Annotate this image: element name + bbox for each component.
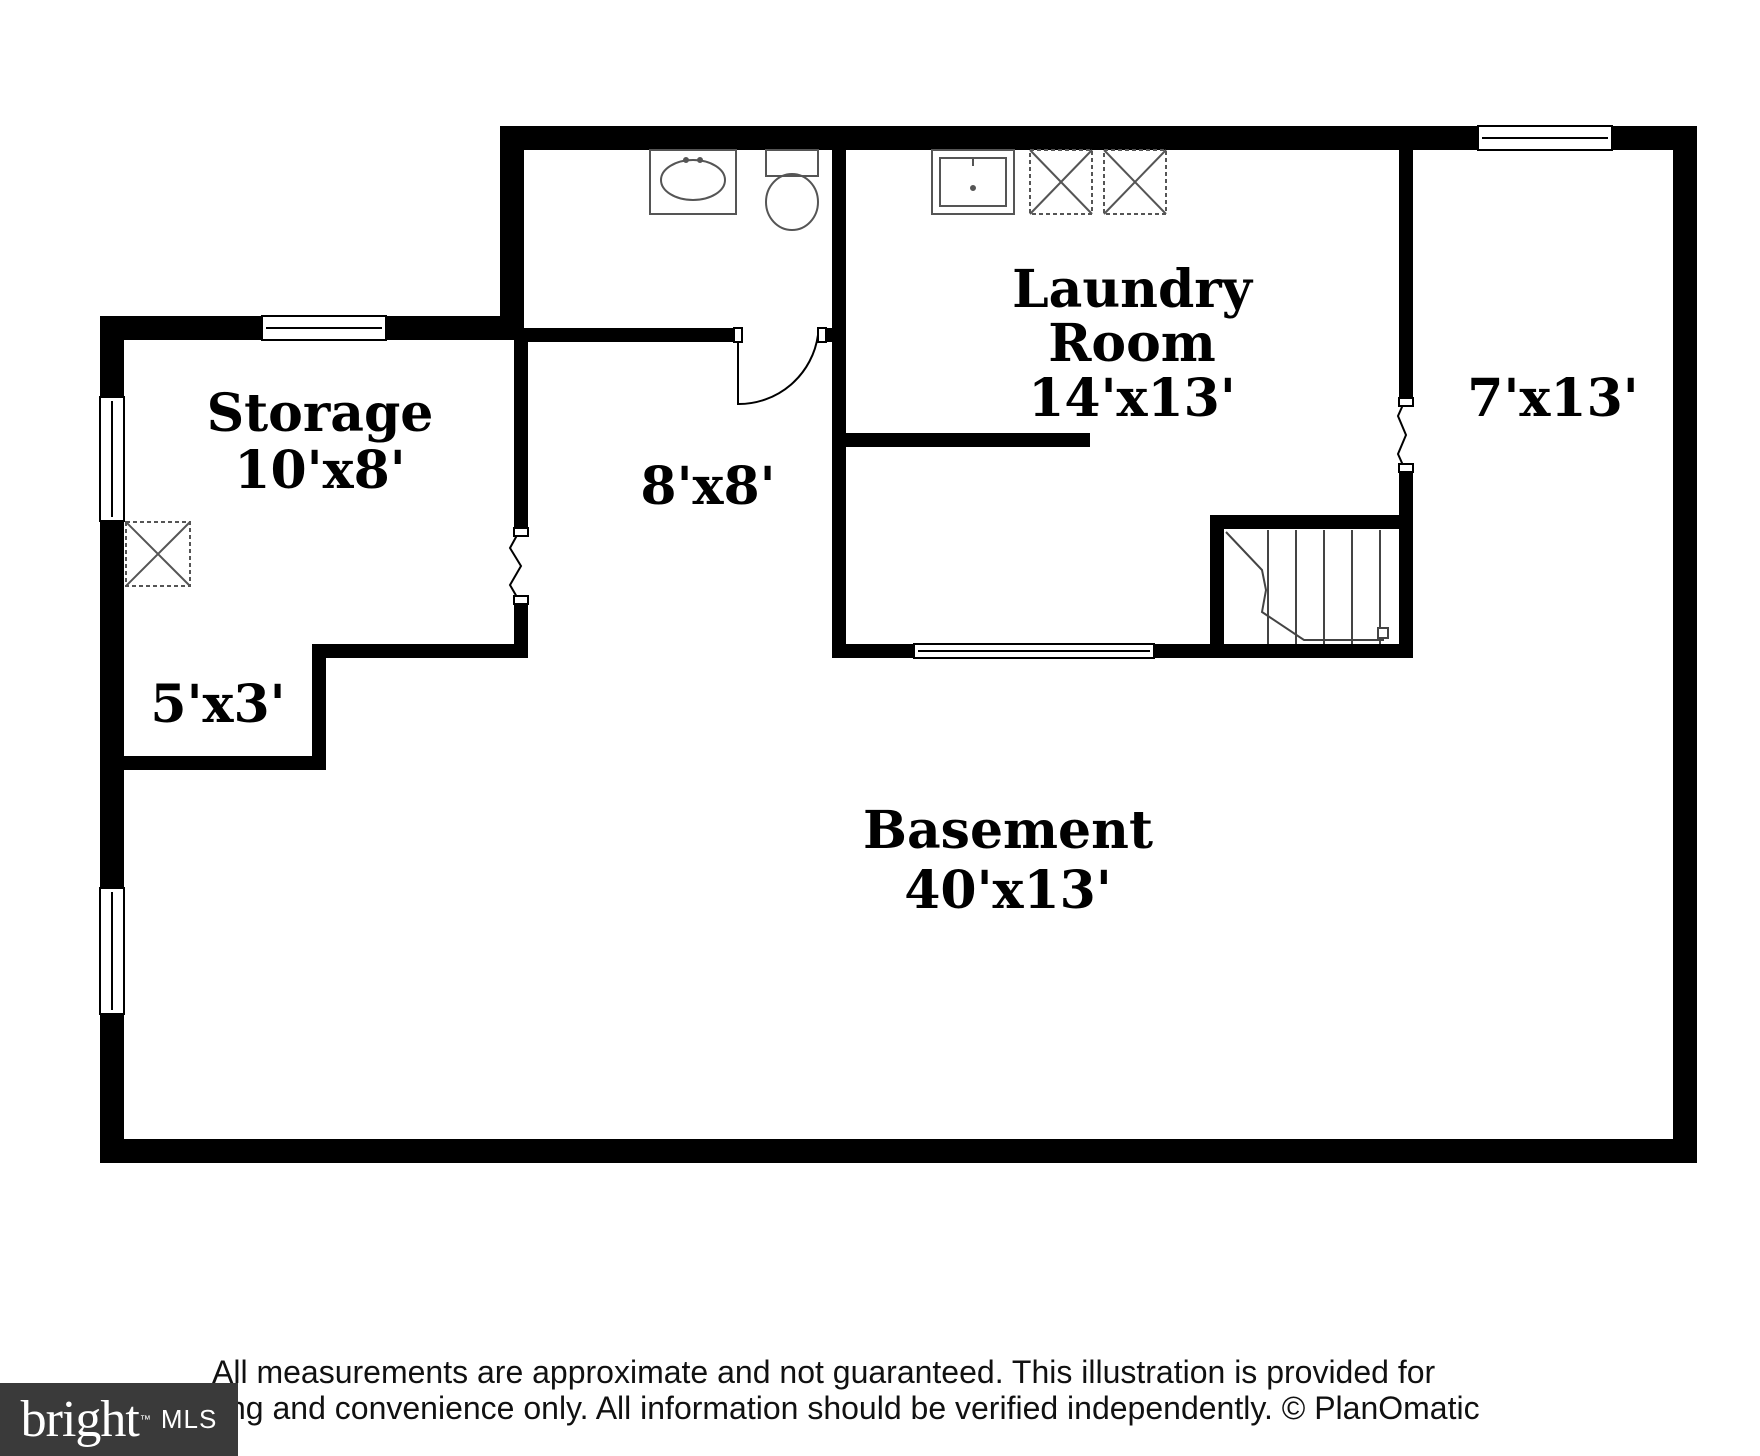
wall-storage-right-lower (514, 604, 528, 656)
storage-size: 10'x8' (234, 440, 405, 501)
washer-icon (1029, 149, 1093, 215)
storage-unit-icon (125, 521, 191, 587)
wall-stair-top (1210, 515, 1413, 529)
wall-right (1673, 126, 1697, 1163)
windows (99, 125, 1613, 1015)
utility-sink-icon (931, 149, 1015, 215)
wall-laundry-bottom-right (1154, 644, 1413, 658)
wall-stair-left (1210, 515, 1224, 658)
wall-laundry-bottom-left (832, 644, 914, 658)
sink-icon (649, 149, 737, 215)
laundry-name-line1: Laundry (1012, 259, 1254, 320)
door-bath-swing (737, 334, 819, 406)
wall-laundry-inner (846, 433, 1090, 447)
wall-storage-right-upper (514, 340, 528, 528)
laundry-size: 14'x13' (1028, 368, 1236, 429)
brand-word: bright (20, 1391, 140, 1448)
stairs-icon (1225, 530, 1389, 644)
disclaimer-line-2: ting and convenience only. All informati… (212, 1390, 1480, 1426)
doors (508, 327, 1414, 605)
toilet-icon (765, 149, 819, 231)
wall-bath-left-upper (500, 126, 524, 340)
wall-laundry-right-lower (1399, 472, 1413, 658)
wall-bath-laundry (832, 150, 846, 658)
wall-bath-bottom (514, 328, 738, 342)
brand-mls: MLS (160, 1404, 218, 1434)
walls (100, 126, 1697, 1163)
room-labels: Storage 10'x8' 5'x3' 8'x8' Laundry Room … (150, 259, 1638, 921)
wall-bottom (100, 1139, 1697, 1163)
wall-closet-bottom (124, 756, 326, 770)
laundry-name-line2: Room (1048, 313, 1216, 374)
basement-size: 40'x13' (904, 860, 1112, 921)
disclaimer: All measurements are approximate and not… (212, 1354, 1712, 1426)
wall-laundry-right-upper (1399, 150, 1413, 398)
door-laundry-bifold (1396, 397, 1408, 473)
brand-tm: ™ (139, 1413, 151, 1426)
storage-name: Storage (207, 383, 434, 444)
closet-size: 5'x3' (150, 674, 285, 735)
wall-step-vertical (312, 644, 326, 770)
door-storage-bifold (508, 527, 523, 605)
side-room-size: 7'x13' (1467, 368, 1638, 429)
wall-storage-bottom (312, 644, 528, 658)
fixtures (125, 149, 1389, 644)
basement-name: Basement (863, 800, 1153, 861)
disclaimer-line-1: All measurements are approximate and not… (212, 1354, 1436, 1390)
bath-size: 8'x8' (640, 456, 775, 517)
dryer-icon (1103, 149, 1167, 215)
